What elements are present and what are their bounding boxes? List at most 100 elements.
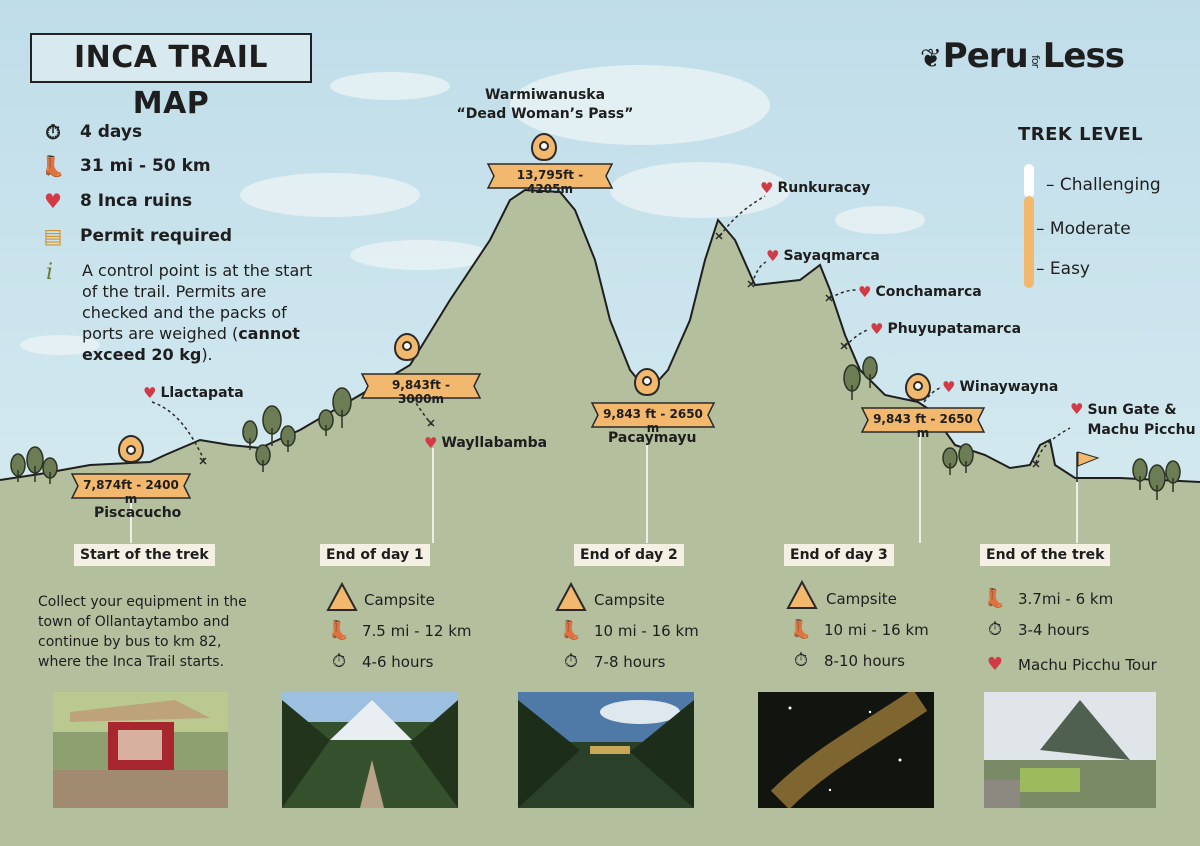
tree-icon xyxy=(280,425,296,452)
map-pin-icon xyxy=(530,132,558,162)
ruin-llactapata: ♥Llactapata xyxy=(143,384,244,402)
stopwatch-icon: ⏱ xyxy=(563,651,579,672)
ruin-wayllabamba: ♥Wayllabamba xyxy=(424,434,548,452)
tree-icon xyxy=(262,405,282,446)
place-piscacucho: Piscacucho xyxy=(94,505,182,521)
control-point-note: A control point is at the start of the t… xyxy=(82,261,313,364)
finish-flag-icon xyxy=(1076,451,1100,482)
stage-end-label: End of the trek xyxy=(980,544,1111,566)
fact-distance: 👢31 mi - 50 km xyxy=(38,154,211,178)
ruin-phuyupatamarca: ♥Phuyupatamarca xyxy=(870,320,1022,338)
tree-icon xyxy=(242,420,258,450)
fact-duration: ⏱4 days xyxy=(38,120,142,144)
stage-day3-label: End of day 3 xyxy=(784,544,894,566)
map-pin-icon xyxy=(393,332,421,362)
boot-icon: 👢 xyxy=(40,154,66,178)
day1-distance: 👢7.5 mi - 12 km xyxy=(327,620,472,641)
day2-distance: 👢10 mi - 16 km xyxy=(559,620,699,641)
heart-icon: ♥ xyxy=(986,654,1004,675)
elevation-day2: 9,843 ft - 2650 m xyxy=(603,407,703,435)
peak-alias: “Dead Woman’s Pass” xyxy=(456,106,634,122)
day1-time: ⏱4-6 hours xyxy=(326,651,433,672)
brand-logo: ❦PeruforLess xyxy=(920,36,1125,76)
photos xyxy=(53,689,1156,810)
logo-text-middle: for xyxy=(1028,54,1042,67)
tree-icon xyxy=(318,409,334,436)
map-pin-icon xyxy=(633,367,661,397)
leaf-logo-icon: ❦ xyxy=(920,44,942,74)
fact-permit: ▤Permit required xyxy=(38,224,233,248)
photo-day1-valley xyxy=(282,692,458,808)
tree-icon xyxy=(10,453,26,482)
heart-icon: ♥ xyxy=(143,384,157,402)
tree-icon xyxy=(958,443,974,473)
heart-icon: ♥ xyxy=(766,247,780,265)
heart-icon: ♥ xyxy=(942,378,956,396)
mountain-silhouette xyxy=(0,190,1200,846)
stopwatch-icon: ⏱ xyxy=(45,120,61,144)
day3-time: ⏱8-10 hours xyxy=(788,650,905,671)
stage-leaders xyxy=(130,432,1078,543)
photo-start-sign xyxy=(53,692,228,808)
peak-label: Warmiwanuska “Dead Woman’s Pass” xyxy=(430,86,660,124)
logo-text-left: Peru xyxy=(942,36,1029,76)
ruin-sun-gate: ♥Sun Gate &Machu Picchu xyxy=(1070,400,1196,438)
boot-icon: 👢 xyxy=(559,620,583,641)
tent-icons xyxy=(326,579,818,611)
day3-camp: Campsite xyxy=(826,590,897,608)
page-title: INCA TRAIL MAP xyxy=(30,33,312,121)
day3-distance: 👢10 mi - 16 km xyxy=(789,619,929,640)
heart-icon: ♥ xyxy=(1070,400,1084,418)
stage-day1-label: End of day 1 xyxy=(320,544,430,566)
stage-day2-label: End of day 2 xyxy=(574,544,684,566)
logo-text-right: Less xyxy=(1042,36,1125,76)
stopwatch-icon: ⏱ xyxy=(331,651,347,672)
tree-icon xyxy=(26,446,44,482)
end-distance: 👢3.7mi - 6 km xyxy=(983,588,1114,609)
tree-icon xyxy=(862,356,878,388)
ruin-markers xyxy=(199,232,1040,468)
tree-icon xyxy=(1165,460,1181,492)
trees xyxy=(10,356,1181,500)
info-icon: i xyxy=(46,260,54,285)
level-moderate: – Moderate xyxy=(1036,219,1131,239)
tree-icon xyxy=(42,457,58,484)
stopwatch-icon: ⏱ xyxy=(987,619,1003,640)
photo-machu-picchu xyxy=(984,692,1156,808)
map-pin-icon xyxy=(117,434,145,464)
ruin-conchamarca: ♥Conchamarca xyxy=(858,283,982,301)
day1-camp: Campsite xyxy=(364,591,435,609)
ribbons xyxy=(70,163,986,499)
elevation-day1: 9,843ft - 3000m xyxy=(391,378,451,406)
boot-icon: 👢 xyxy=(327,620,351,641)
place-pacaymayu: Pacaymayu xyxy=(608,430,697,446)
fact-ruins: ♥8 Inca ruins xyxy=(38,189,192,213)
peak-name: Warmiwanuska xyxy=(484,87,606,103)
boot-icon: 👢 xyxy=(983,588,1007,609)
clouds xyxy=(20,65,925,355)
stage-start-label: Start of the trek xyxy=(74,544,215,566)
map-pin-icon xyxy=(904,372,932,402)
tree-icon xyxy=(332,387,352,428)
day2-time: ⏱7-8 hours xyxy=(558,651,665,672)
trail-line xyxy=(0,188,1200,483)
heart-icon: ♥ xyxy=(760,179,774,197)
end-tour: ♥Machu Picchu Tour xyxy=(982,654,1157,675)
boot-icon: 👢 xyxy=(789,619,813,640)
heart-icon: ♥ xyxy=(44,189,62,213)
trek-level-title: TREK LEVEL xyxy=(1018,124,1144,145)
photo-day2-pass xyxy=(518,692,694,808)
elevation-day3: 9,843 ft - 2650 m xyxy=(873,412,973,440)
elevation-start: 7,874ft - 2400 m xyxy=(83,478,179,506)
photo-day3-stars xyxy=(758,689,934,810)
tree-icon xyxy=(942,447,958,475)
start-description: Collect your equipment in the town of Ol… xyxy=(38,594,247,670)
stopwatch-icon: ⏱ xyxy=(793,650,809,671)
tree-icon xyxy=(1132,458,1148,490)
heart-icon: ♥ xyxy=(870,320,884,338)
heart-icon: ♥ xyxy=(858,283,872,301)
permit-icon: ▤ xyxy=(43,224,63,248)
ruin-runkuracay: ♥Runkuracay xyxy=(760,179,871,197)
